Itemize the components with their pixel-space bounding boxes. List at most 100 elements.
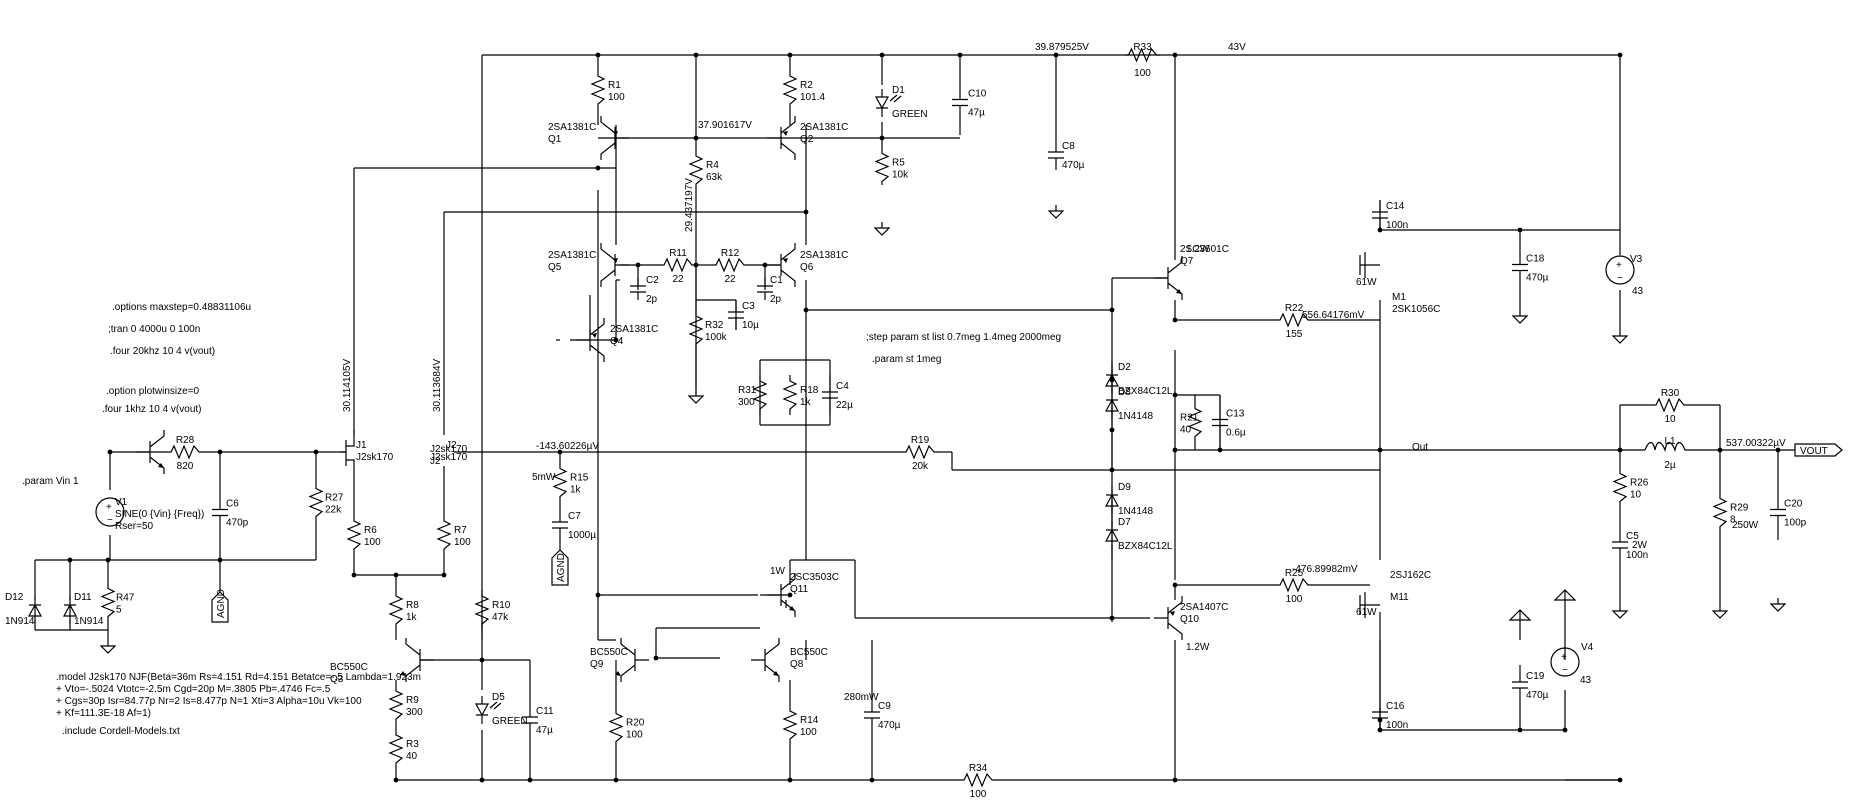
- resistor-value: 100: [1134, 68, 1151, 79]
- capacitor-value: 470µ: [1062, 160, 1085, 171]
- resistor-name: R30: [1661, 388, 1680, 399]
- minus-sign: −: [1617, 273, 1623, 284]
- resistor-R10: [474, 590, 490, 630]
- junction-dot: [1617, 52, 1623, 58]
- junction-dot: [787, 52, 793, 58]
- mosfet-name: M1: [1392, 292, 1406, 303]
- ground-icon: [1611, 330, 1629, 344]
- junction-dot: [1172, 582, 1178, 588]
- capacitor-C5: [1612, 530, 1628, 560]
- source-value: 43: [1632, 286, 1644, 297]
- junction-dot: [1172, 52, 1178, 58]
- transistor-model: BC550C: [790, 647, 828, 658]
- resistor-value: 40: [1180, 425, 1192, 436]
- transistor-model: BC550C: [330, 662, 368, 673]
- capacitor-C13: [1212, 395, 1228, 450]
- source-name: V1: [115, 497, 128, 508]
- junction-dot: [787, 592, 793, 598]
- diode-name: D1: [892, 85, 905, 96]
- resistor-name: R1: [608, 80, 621, 91]
- transistor-name: Q7: [1180, 256, 1194, 267]
- transistor-name: Q6: [800, 262, 814, 273]
- diode-name: D2: [1118, 362, 1131, 373]
- junction-dot: [595, 592, 601, 598]
- diode-value: 1N4148: [1118, 506, 1153, 517]
- jfet-name: J1: [356, 440, 367, 451]
- capacitor-value: 100n: [1386, 220, 1408, 231]
- wires: [34, 52, 1795, 783]
- power-label: 1.2W: [1186, 642, 1210, 653]
- transistor-model: 2SA1381C: [800, 122, 848, 133]
- spice-directive: .option plotwinsize=0: [106, 386, 200, 397]
- junction-dot: [393, 777, 399, 783]
- resistor-name: R32: [705, 320, 724, 331]
- resistor-name: R3: [406, 739, 419, 750]
- capacitor-value: 47µ: [536, 725, 553, 736]
- resistor-value: 8: [1730, 515, 1736, 526]
- resistor-name: R26: [1630, 478, 1649, 489]
- mosfet-model: 2SK1056C: [1392, 304, 1440, 315]
- source-rser: Rser=50: [115, 521, 154, 532]
- inductor-L1: [1644, 441, 1695, 453]
- ground-icon: [1611, 605, 1629, 619]
- spice-directive: .model J2sk170 NJF(Beta=36m Rs=4.151 Rd=…: [56, 672, 421, 683]
- junction-dot: [879, 52, 885, 58]
- node-voltage: 30.114105V: [342, 358, 353, 412]
- power-label: 61W: [1356, 607, 1377, 618]
- resistor-R25: [1268, 577, 1320, 593]
- capacitor-value: 0.6µ: [1226, 428, 1246, 439]
- junction-dot: [313, 449, 319, 455]
- transistor-name: Q8: [790, 659, 804, 670]
- junction-dot: [1109, 427, 1115, 433]
- transistor-model: 2SA1381C: [548, 122, 596, 133]
- agnd-flag-1: [211, 591, 229, 623]
- voltage-source-V3: [1605, 255, 1635, 285]
- transistor-model: 2SC3601C: [1180, 244, 1229, 255]
- spice-directive: ;step param st list 0.7meg 1.4meg 2000me…: [866, 332, 1061, 343]
- capacitor-name: C3: [742, 301, 755, 312]
- junction-dot: [869, 777, 875, 783]
- resistor-name: R20: [626, 718, 645, 729]
- components: [27, 47, 1843, 788]
- capacitor-C11: [522, 705, 538, 735]
- capacitor-name: C9: [878, 701, 891, 712]
- junction-dot: [1775, 447, 1781, 453]
- transistor-Q10: [1154, 596, 1183, 640]
- resistor-R34: [956, 772, 1000, 788]
- junction-dot: [693, 135, 699, 141]
- source-value: 43: [1580, 675, 1592, 686]
- resistor-R32: [688, 310, 704, 350]
- resistor-name: R25: [1285, 568, 1304, 579]
- ground-icon: [873, 222, 891, 236]
- junction-dot: [1053, 52, 1059, 58]
- resistor-R14: [782, 705, 798, 745]
- power-label: 250W: [1732, 520, 1759, 531]
- capacitor-name: C4: [836, 381, 849, 392]
- agnd-flag-2: [551, 549, 569, 586]
- resistor-value: 22: [672, 274, 684, 285]
- capacitor-value: 22µ: [836, 400, 853, 411]
- ground-icon: [1047, 205, 1065, 219]
- resistor-value: 10: [1664, 414, 1676, 425]
- diode-value: BZX84C12L: [1118, 386, 1173, 397]
- resistor-R33: [1125, 47, 1160, 63]
- resistor-name: R10: [492, 600, 511, 611]
- transistor-Q6: [767, 243, 796, 287]
- junction-dot: [1109, 615, 1115, 621]
- capacitor-value: 47µ: [968, 108, 985, 119]
- junction-dot: [1617, 447, 1623, 453]
- junction-dot: [1172, 777, 1178, 783]
- diode-D1: [874, 89, 890, 117]
- jfet-name: J2: [446, 440, 457, 451]
- agnd-label: AGND: [216, 589, 227, 618]
- junction-dot: [1617, 777, 1623, 783]
- power-label: 1.2W: [1186, 244, 1210, 255]
- transistor-name: Q4: [610, 336, 624, 347]
- capacitor-C18: [1512, 250, 1528, 285]
- resistor-R12: [710, 257, 750, 273]
- capacitor-C7: [552, 510, 568, 540]
- node-voltage: 537.00322µV: [1726, 438, 1786, 449]
- resistor-value: 100k: [705, 332, 728, 343]
- resistor-R19: [900, 444, 940, 460]
- transistor-name: J2: [430, 456, 441, 467]
